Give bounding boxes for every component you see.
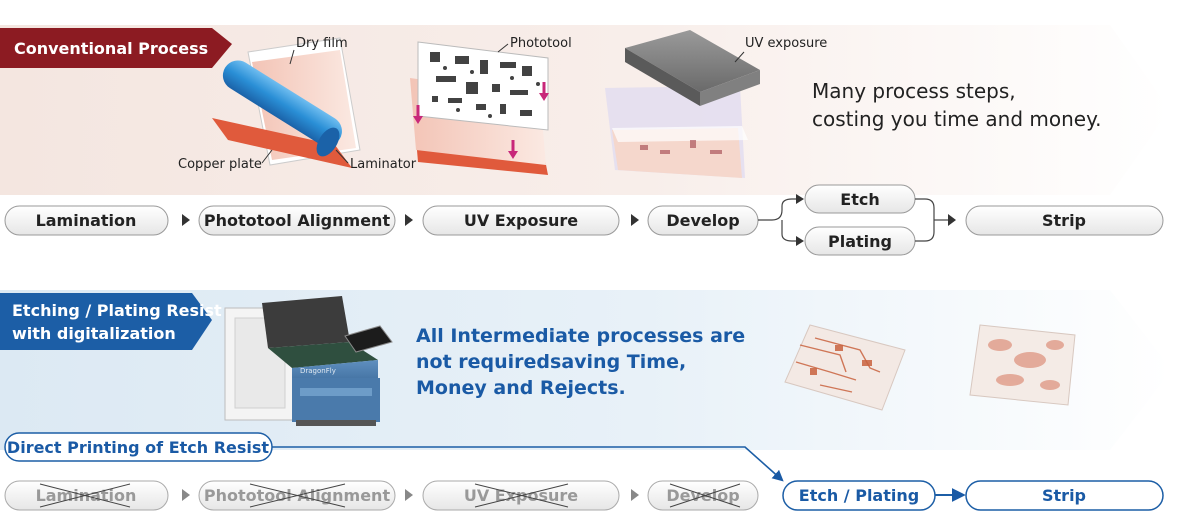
step-label-etch: Etch	[840, 190, 879, 209]
conventional-title-badge	[0, 28, 232, 68]
cross-out-mark	[39, 483, 131, 508]
skipped-step-pill-develop	[647, 480, 759, 511]
step-label-strip: Strip	[1042, 211, 1086, 230]
merge-connector	[915, 198, 935, 242]
branch-arrow	[796, 236, 804, 246]
digital-title-line2: with digitalization	[12, 324, 176, 343]
direct-printing-flow: Direct Printing of Etch Resist	[4, 432, 784, 482]
conventional-step-row: Lamination Phototool Alignment UV Exposu…	[4, 184, 1164, 256]
step-label-lamination: Lamination	[36, 211, 137, 230]
step-label-uv-exposure: UV Exposure	[464, 211, 578, 230]
lamination-illustration	[212, 37, 361, 168]
phototool-illustration	[410, 41, 549, 175]
step-arrow	[631, 214, 639, 226]
step-arrow	[631, 489, 639, 501]
conventional-title: Conventional Process	[14, 39, 208, 58]
step-pill-uv-exposure	[422, 205, 620, 236]
cross-out-mark	[474, 483, 569, 508]
cross-out-mark	[249, 483, 346, 508]
digital-step-row: Lamination Phototool Alignment UV Exposu…	[4, 480, 1164, 511]
pcb-board-illustration-1	[784, 324, 906, 411]
direct-printing-label: Direct Printing of Etch Resist	[7, 438, 270, 457]
step-arrow	[948, 214, 956, 226]
direct-printing-arrow	[272, 446, 784, 482]
conventional-tagline-line1: Many process steps,	[812, 79, 1016, 103]
branch-connector-etch	[758, 198, 800, 221]
label-laminator: Laminator	[350, 157, 417, 172]
step-label-plating: Plating	[828, 232, 892, 251]
digital-panel: Etching / Plating Resist with digitaliza…	[0, 290, 1172, 450]
step-pill-lamination	[4, 205, 169, 236]
digital-tagline-line2: not requiredsaving Time,	[416, 351, 686, 373]
branch-arrow	[796, 194, 804, 204]
step-arrow	[405, 214, 413, 226]
dragonfly-machine-illustration: DragonFly	[224, 296, 393, 426]
active-step-label-etch-plating: Etch / Plating	[799, 486, 919, 505]
digital-title-badge	[0, 293, 212, 350]
digital-tagline-line3: Money and Rejects.	[416, 377, 626, 399]
skipped-step-label-develop: Develop	[666, 486, 739, 505]
uv-exposure-illustration	[605, 30, 760, 178]
step-label-develop: Develop	[666, 211, 739, 230]
label-phototool: Phototool	[510, 36, 572, 51]
machine-brand-label: DragonFly	[300, 367, 336, 375]
cross-out-mark	[669, 483, 741, 508]
step-arrow	[182, 489, 190, 501]
step-arrow	[405, 489, 413, 501]
active-step-pill-strip	[965, 480, 1164, 511]
conventional-panel: Conventional Process Dry film Copper pla…	[0, 25, 1170, 195]
pcb-board-illustration-2	[969, 324, 1076, 406]
step-label-phototool-alignment: Phototool Alignment	[204, 211, 391, 230]
digital-title-line1: Etching / Plating Resist	[12, 301, 222, 320]
step-pill-strip	[965, 205, 1164, 236]
branch-connector-plating	[781, 220, 800, 242]
step-pill-phototool-alignment	[198, 205, 396, 236]
conventional-tagline-line2: costing you time and money.	[812, 107, 1101, 131]
active-step-label-strip: Strip	[1042, 486, 1086, 505]
step-arrow	[182, 214, 190, 226]
digital-tagline-line1: All Intermediate processes are	[416, 325, 745, 347]
label-copper-plate: Copper plate	[178, 157, 262, 172]
label-dry-film: Dry film	[296, 36, 348, 51]
label-uv-exposure: UV exposure	[745, 36, 827, 51]
